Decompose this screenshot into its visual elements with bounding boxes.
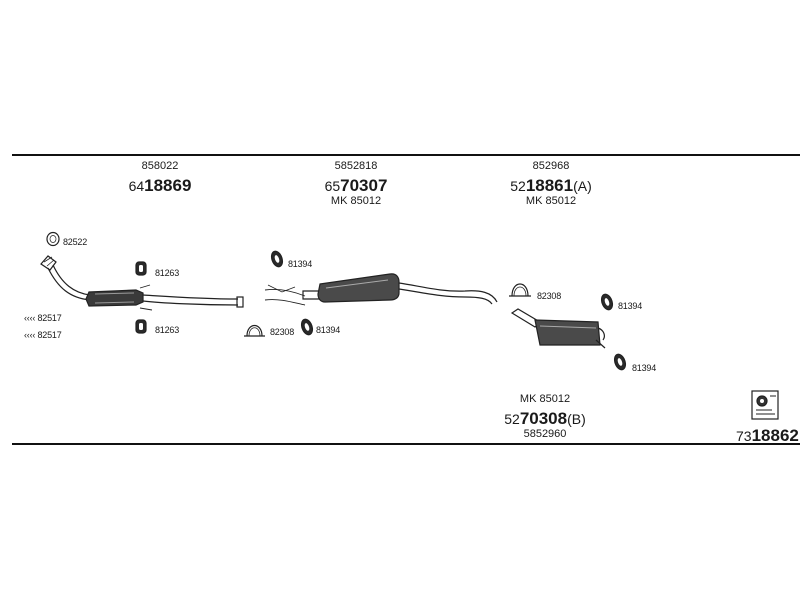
bolt-82517-b: ‹‹‹‹ 82517 [24, 331, 62, 340]
bolt-icon: ‹‹‹‹ [24, 313, 38, 323]
rear-kit: MK 85012 [519, 393, 571, 405]
catalog-prefix: 73 [736, 428, 752, 444]
clamp-82308-left-icon [244, 324, 265, 337]
section3-main: 18861 [525, 176, 574, 195]
rear-main: 70308 [519, 409, 568, 428]
label-82308-b: 82308 [537, 291, 562, 301]
rubber-mount-81394-c-icon [600, 293, 614, 311]
label-81394-b: 81394 [316, 325, 341, 335]
section3-ref: 852968 [532, 160, 570, 172]
bolt-icon: ‹‹‹‹ [24, 330, 38, 340]
rubber-mount-81263-bottom-icon [135, 319, 147, 334]
top-rule [12, 154, 800, 156]
rear-suffix: (B) [567, 411, 586, 427]
rubber-mount-81394-d-icon [613, 353, 627, 371]
bolt-82517-b-label: 82517 [37, 330, 62, 340]
section1-main: 18869 [144, 176, 192, 195]
rear-prefix: 52 [504, 411, 520, 427]
label-82308-a: 82308 [270, 327, 295, 337]
gasket-82522-icon [46, 231, 60, 247]
label-81263-top: 81263 [155, 268, 180, 278]
rear-silencer-icon [510, 308, 606, 349]
label-81394-c: 81394 [618, 301, 643, 311]
label-81394-d: 81394 [632, 363, 657, 373]
section2-ref: 5852818 [334, 160, 378, 172]
section3-kit: MK 85012 [525, 195, 577, 207]
label-81394-a: 81394 [288, 259, 313, 269]
clamp-82308-right-icon [509, 283, 531, 297]
catalog-main: 18862 [751, 426, 799, 445]
label-82522: 82522 [63, 237, 88, 247]
section2-prefix: 65 [324, 178, 341, 194]
section3-part-number: 5218861(A) [510, 177, 592, 194]
front-pipe-icon [40, 255, 244, 311]
label-81263-bottom: 81263 [155, 325, 180, 335]
section3-suffix: (A) [573, 178, 592, 194]
section3-prefix: 52 [510, 178, 526, 194]
section2-part-number: 6570307 [325, 177, 388, 194]
rubber-mount-81394-b-icon [300, 318, 314, 336]
rear-part-number: 5270308(B) [504, 410, 586, 427]
catalog-number: 7318862 [736, 427, 799, 444]
rubber-mount-81263-top-icon [135, 261, 147, 276]
section1-prefix: 64 [128, 178, 145, 194]
section1-ref: 858022 [141, 160, 179, 172]
center-silencer-icon [264, 273, 498, 306]
section2-kit: MK 85012 [330, 195, 382, 207]
rear-ref: 5852960 [523, 428, 567, 440]
rubber-mount-81394-a-icon [270, 250, 284, 268]
catalog-icon [751, 390, 779, 420]
section1-part-number: 6418869 [129, 177, 192, 194]
bolt-82517-a: ‹‹‹‹ 82517 [24, 314, 62, 323]
section2-main: 70307 [340, 176, 388, 195]
bottom-rule [12, 443, 800, 445]
bolt-82517-a-label: 82517 [37, 313, 62, 323]
